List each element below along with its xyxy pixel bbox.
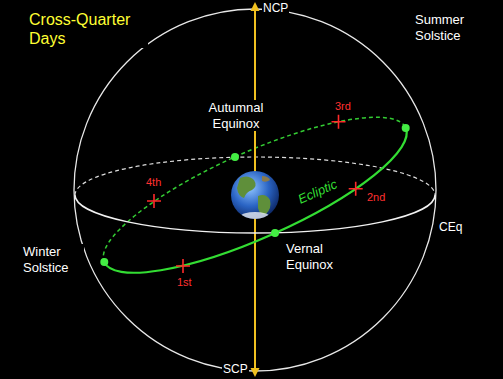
- winter-solstice-point: [100, 258, 108, 266]
- cross-quarter-number: 2nd: [366, 191, 386, 204]
- cross-quarter-markers: [147, 115, 363, 273]
- solstice-label: Summer Solstice: [414, 12, 488, 43]
- axis-arrowhead: [251, 2, 260, 11]
- autumnal-equinox-point: [231, 153, 239, 161]
- axis-arrowhead: [251, 368, 260, 377]
- equinox-label: Vernal Equinox: [285, 241, 359, 272]
- diagram-title: Cross-Quarter Days: [28, 10, 148, 48]
- cross-quarter-number: 1st: [176, 276, 193, 289]
- ecliptic-back: [87, 89, 406, 262]
- equinox-label: Autumnal Equinox: [196, 100, 276, 131]
- cross-quarter-number: 4th: [145, 176, 162, 189]
- vernal-equinox-point: [271, 229, 279, 237]
- equator-label: CEq: [438, 220, 463, 234]
- solstice-label: Winter Solstice: [22, 244, 84, 275]
- summer-solstice-point: [402, 124, 410, 132]
- cross-quarter-number: 3rd: [334, 100, 352, 113]
- celestial-sphere: [74, 9, 436, 371]
- pole-label: SCP: [222, 362, 249, 376]
- earth: [231, 171, 279, 220]
- pole-label: NCP: [262, 1, 289, 15]
- ecliptic-front: [104, 128, 423, 301]
